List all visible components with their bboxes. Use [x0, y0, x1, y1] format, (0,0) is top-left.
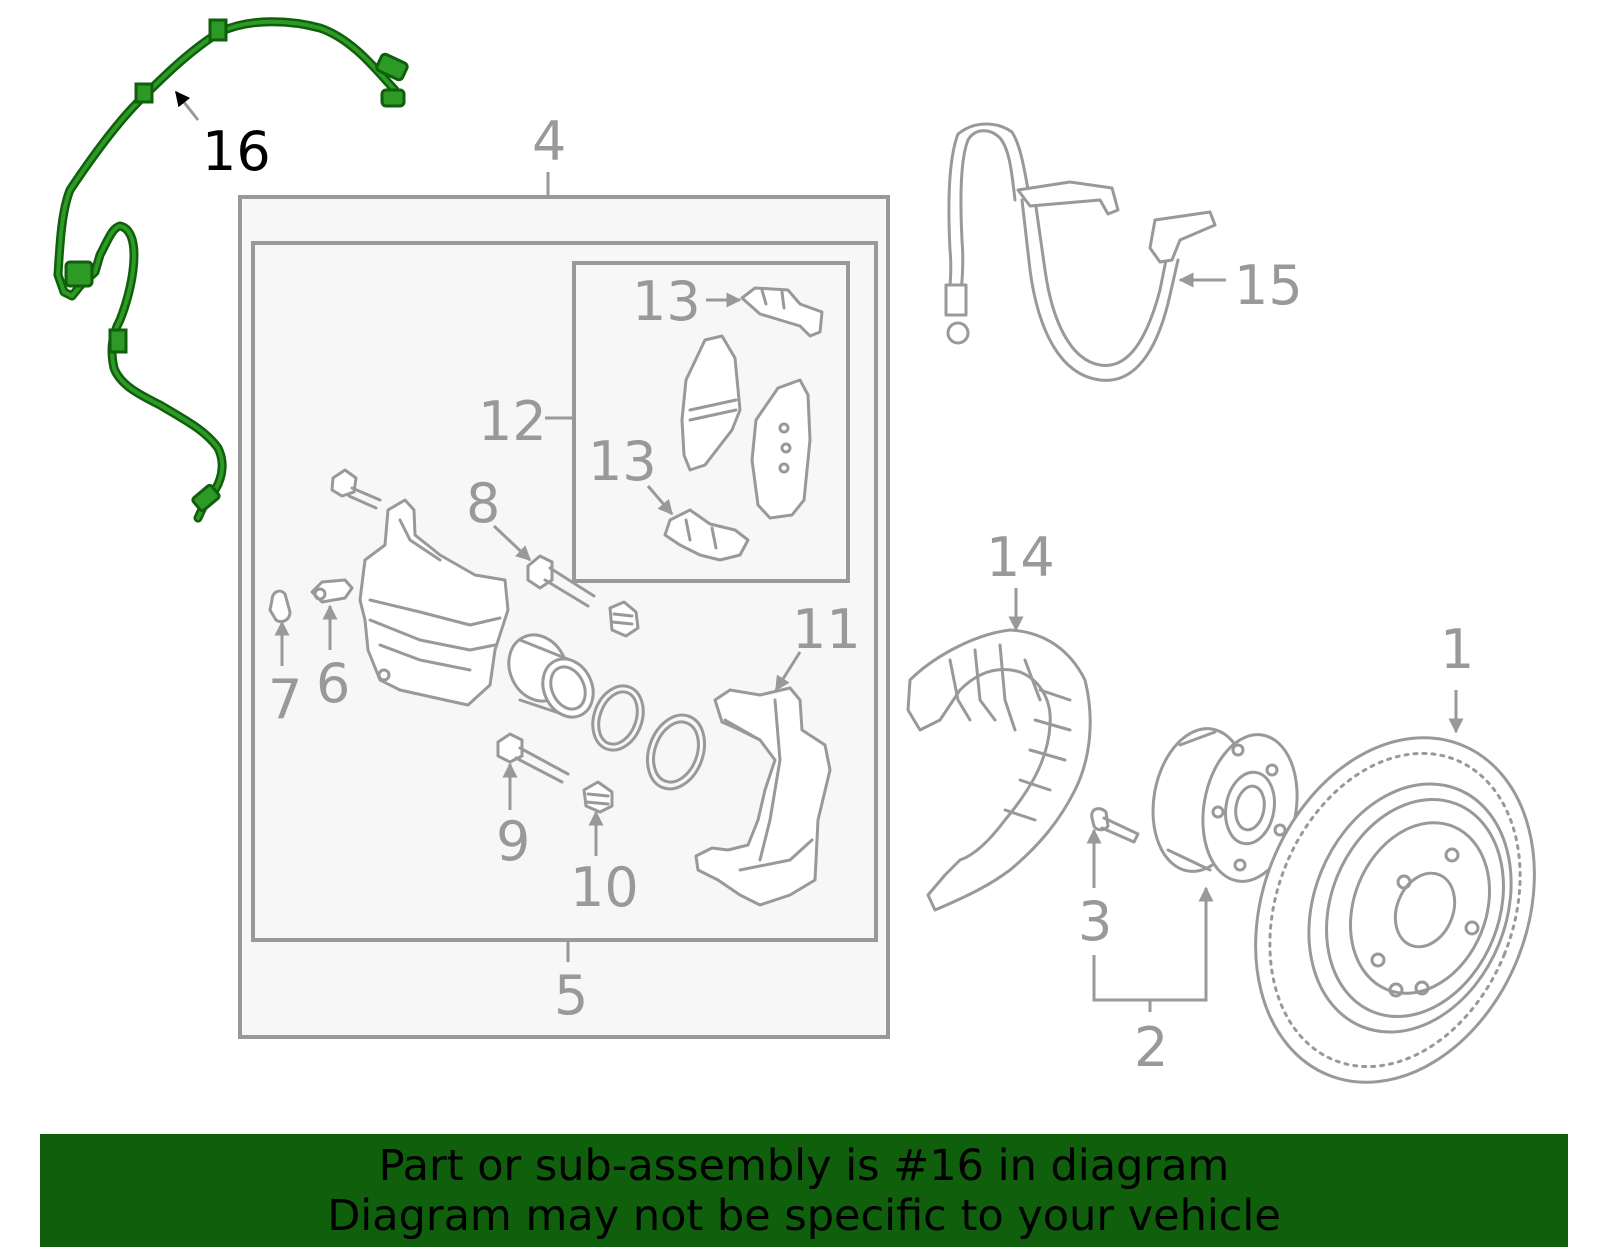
part-13-lower-clip[interactable]	[663, 508, 750, 562]
part-3-hub-bolt[interactable]	[1090, 807, 1140, 844]
info-banner: Part or sub-assembly is #16 in diagram D…	[40, 1134, 1568, 1247]
piston-dust-boot[interactable]	[638, 707, 715, 797]
callout-13-lower: 13	[588, 430, 657, 493]
leader-13b	[646, 485, 674, 516]
part-2-hub-bearing[interactable]	[1142, 721, 1308, 889]
part-9-guide-pin[interactable]	[496, 732, 570, 784]
callout-9: 9	[496, 810, 530, 873]
callout-1: 1	[1440, 618, 1474, 681]
piston-dust-boot-inner	[652, 720, 700, 784]
callout-2: 2	[1134, 1016, 1168, 1079]
part-11-caliper-bracket[interactable]	[694, 686, 832, 907]
caliper-piston[interactable]	[498, 625, 602, 725]
callout-13-upper: 13	[632, 270, 701, 333]
callout-14: 14	[986, 526, 1055, 589]
caliper-housing[interactable]	[358, 498, 510, 707]
part-14-splash-shield[interactable]	[906, 628, 1092, 912]
callout-15: 15	[1234, 254, 1303, 317]
callout-11: 11	[792, 598, 861, 661]
piston-seal-inner	[597, 690, 639, 746]
guide-pin-boot-upper[interactable]	[608, 600, 640, 638]
callout-6: 6	[316, 652, 350, 715]
part-15-brake-hose[interactable]	[944, 122, 1217, 382]
part-7-bleeder-cap[interactable]	[268, 589, 292, 624]
caliper-bolt-upper[interactable]	[330, 468, 382, 510]
leader-16	[174, 90, 200, 121]
callout-4: 4	[532, 110, 566, 173]
leader-8	[492, 524, 532, 562]
part-12-brake-pads[interactable]	[680, 334, 812, 520]
banner-line-2: Diagram may not be specific to your vehi…	[327, 1190, 1281, 1241]
callout-10: 10	[570, 856, 639, 919]
leader-11	[774, 651, 802, 692]
callout-5: 5	[554, 964, 588, 1027]
part-16-abs-sensor-wire[interactable]	[53, 17, 409, 523]
part-6-bleeder-screw[interactable]	[310, 578, 354, 604]
part-10-guide-pin-boot[interactable]	[582, 780, 614, 814]
part-13-upper-clip[interactable]	[740, 286, 824, 338]
callout-12: 12	[478, 390, 547, 453]
callout-7: 7	[268, 668, 302, 731]
part-8-guide-pin[interactable]	[526, 554, 596, 608]
banner-line-1: Part or sub-assembly is #16 in diagram	[378, 1140, 1230, 1191]
piston-seal[interactable]	[584, 679, 652, 757]
callout-3: 3	[1078, 890, 1112, 953]
callout-8: 8	[466, 472, 500, 535]
part-1-brake-rotor[interactable]	[1206, 696, 1584, 1125]
info-banner-bg	[40, 1134, 1568, 1247]
callout-16: 16	[202, 120, 271, 183]
